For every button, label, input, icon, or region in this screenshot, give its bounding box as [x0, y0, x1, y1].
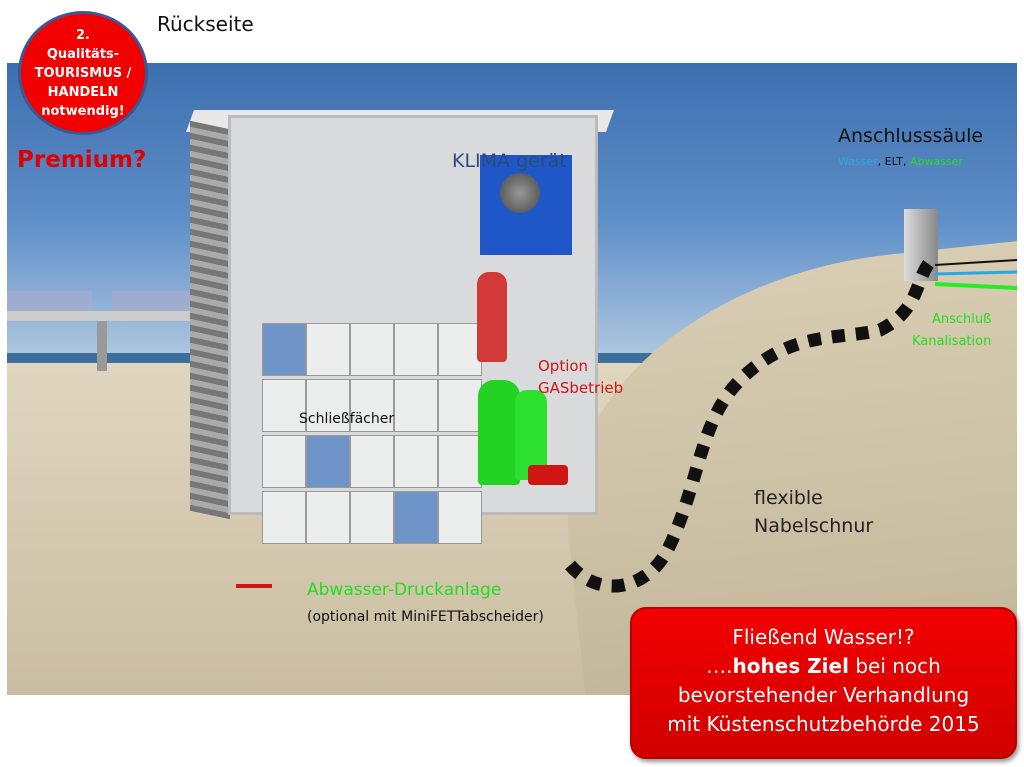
locker-grid	[262, 323, 482, 563]
locker-door	[262, 379, 306, 432]
locker-door	[262, 435, 306, 488]
callout-line: ….hohes Ziel bei noch	[632, 652, 1015, 681]
locker-door	[350, 435, 394, 488]
fan-icon	[500, 173, 540, 213]
water-label: Wasser	[838, 155, 878, 168]
locker-door	[306, 379, 350, 432]
lockers-label: Schließfächer	[299, 411, 395, 427]
locker-door	[350, 491, 394, 544]
locker-door	[438, 491, 482, 544]
gas-line: GASbetrieb	[538, 379, 624, 397]
locker-door	[394, 323, 438, 376]
gas-option-label: Option GASbetrieb	[538, 355, 623, 399]
locker-door	[306, 323, 350, 376]
locker-door	[350, 323, 394, 376]
klima-label: KLIMA gerät	[452, 150, 567, 172]
sewer-label: Anschluß Kanalisation	[912, 309, 991, 353]
locker-door	[350, 379, 394, 432]
pump-unit	[528, 465, 568, 485]
locker-door	[306, 491, 350, 544]
callout-line: Fließend Wasser!?	[732, 625, 915, 649]
badge-line: Qualitäts-	[46, 46, 120, 62]
slide-title: Rückseite	[157, 12, 254, 36]
badge-line: HANDELN	[47, 84, 119, 100]
badge-line: notwendig!	[41, 103, 125, 119]
callout-line: bevorstehender Verhandlung	[677, 683, 970, 707]
cable-line: flexible	[754, 487, 823, 509]
callout-box: Fließend Wasser!? ….hohes Ziel bei noch …	[630, 607, 1017, 759]
locker-door	[394, 491, 438, 544]
callout-bold: hohes Ziel	[732, 654, 849, 678]
locker-door	[306, 435, 350, 488]
tank-green	[478, 380, 520, 485]
elt-label: , ELT,	[877, 155, 910, 168]
locker-door	[438, 323, 482, 376]
pressure-system-label: Abwasser-Druckanlage	[307, 580, 502, 600]
locker-door	[262, 491, 306, 544]
sewer-line: Kanalisation	[912, 334, 992, 349]
badge-line: TOURISMUS /	[34, 65, 132, 81]
red-pipe	[236, 584, 272, 588]
pillar-label: Anschlusssäule	[838, 125, 984, 147]
premium-label: Premium?	[17, 147, 147, 173]
cable-line: Nabelschnur	[754, 515, 874, 537]
callout-text: bei noch	[848, 654, 941, 678]
gas-line: Option	[538, 357, 589, 375]
pressure-system-sublabel: (optional mit MiniFETTabscheider)	[307, 609, 544, 625]
locker-door	[438, 435, 482, 488]
sewer-line: Anschluß	[932, 312, 992, 327]
locker-door	[438, 379, 482, 432]
callout-text: ….	[706, 654, 733, 678]
cable-label: flexible Nabelschnur	[754, 484, 873, 540]
sewage-label: Abwasser	[909, 155, 963, 168]
gas-bottle-red	[477, 272, 507, 362]
badge-line: 2.	[76, 27, 90, 43]
locker-door	[394, 435, 438, 488]
callout-line: mit Küstenschutzbehörde 2015	[667, 712, 980, 736]
pillar-sublabel: Wasser, ELT, Abwasser	[838, 155, 963, 168]
locker-door	[262, 323, 306, 376]
locker-door	[394, 379, 438, 432]
pier	[7, 291, 197, 371]
quality-badge: 2. Qualitäts- TOURISMUS / HANDELN notwen…	[18, 11, 148, 135]
